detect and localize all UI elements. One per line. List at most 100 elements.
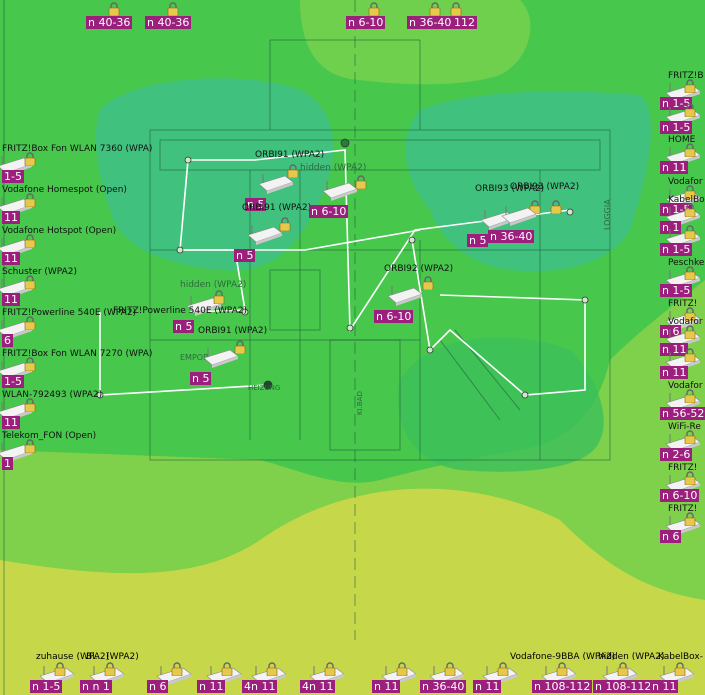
channel-badge: n n 1 (80, 680, 112, 693)
survey-point (521, 391, 529, 399)
lock-icon (684, 103, 696, 117)
lock-icon (550, 200, 562, 214)
channel-badge: 6 (2, 334, 13, 347)
network-label: Vodafor (668, 381, 703, 391)
label-heizung: HEIZUNG (248, 384, 280, 392)
network-label: Telekom_FON (Open) (2, 431, 97, 441)
channel-badge: n 1-5 (660, 243, 693, 256)
floorplan-inner-top (159, 139, 601, 171)
channel-badge: n 11 (660, 366, 689, 379)
survey-point (96, 391, 104, 399)
lock-icon (684, 307, 696, 321)
network-label: ORBI93 (WPA2) (510, 182, 580, 192)
network-label: ORBI93 (WPA2) (475, 184, 545, 194)
survey-point (263, 380, 273, 390)
survey-point (426, 346, 434, 354)
network-label: FRITZ!Box Fon WLAN 7360 (WPA) (2, 144, 153, 154)
channel-badge: n 108-112 (593, 680, 654, 693)
channel-badge: n 36-40 (420, 680, 467, 693)
channel-badge: n 1-5 (660, 284, 693, 297)
floorplan (3, 0, 611, 695)
lock-icon (234, 340, 246, 354)
channel-badge: n 11 (650, 680, 679, 693)
lock-icon (684, 471, 696, 485)
lock-icon (684, 185, 696, 199)
channel-badge: n 1-5 (660, 121, 693, 134)
router-icon (247, 225, 283, 245)
network-label: WLAN-792493 (WPA2) (2, 390, 103, 400)
channel-badge: n 5 (245, 198, 267, 211)
lock-icon (684, 266, 696, 280)
bottom-network-label: Bi... (WPA2) (86, 652, 139, 662)
router-icon (203, 348, 239, 368)
network-label: Schuster (WPA2) (2, 267, 78, 277)
network-label: KabelBo (668, 195, 705, 205)
lock-icon (368, 2, 380, 16)
lock-icon (24, 152, 36, 166)
router-icon (322, 181, 358, 201)
lock-icon (279, 217, 291, 231)
lock-icon (684, 430, 696, 444)
lock-icon (24, 439, 36, 453)
channel-badge: n 6 (147, 680, 169, 693)
network-label: FRITZ!Powerline 540E (WPA2) (2, 308, 137, 318)
survey-path-line-5 (180, 229, 421, 251)
survey-point (581, 296, 589, 304)
survey-point (408, 236, 416, 244)
lock-icon (24, 398, 36, 412)
survey-point (176, 246, 184, 254)
label-kibad: KI.BAD (356, 391, 364, 415)
bottom-network-label: KabelBox- (658, 652, 703, 662)
lock-icon (108, 2, 120, 16)
channel-badge: n 1-5 (660, 97, 693, 110)
network-label: Vodafone Hotspot (Open) (2, 226, 117, 236)
channel-badge: 4n 11 (242, 680, 278, 693)
survey-point (346, 324, 354, 332)
label-hidden-1: hidden (WPA2) (300, 163, 366, 173)
lock-icon (355, 175, 367, 189)
router-icon (186, 296, 222, 316)
lock-icon (684, 79, 696, 93)
survey-point (241, 308, 249, 316)
lock-icon (24, 234, 36, 248)
network-label: FRITZ!Powerline 540E (WPA2) (113, 306, 248, 316)
lock-icon (429, 2, 441, 16)
survey-point (340, 138, 350, 148)
channel-badge: n 40-36 (86, 16, 133, 29)
channel-badge: 11 (2, 416, 20, 429)
network-label: Vodafone Homespot (Open) (2, 185, 127, 195)
room-bad (329, 339, 401, 451)
bottom-network-label: hidden (WPA2) (598, 652, 665, 662)
lock-icon (556, 662, 568, 676)
channel-badge: 4n 11 (300, 680, 336, 693)
channel-badge: n 11 (660, 343, 689, 356)
network-label: FRITZ!B (668, 71, 704, 81)
lock-icon (24, 275, 36, 289)
channel-badge: n 2-6 (660, 448, 693, 461)
lock-icon (617, 662, 629, 676)
lock-icon (684, 203, 696, 217)
survey-points (96, 138, 589, 399)
channel-badge: n 6 (660, 325, 682, 338)
room-stair (269, 269, 321, 331)
channel-badge: n 1-5 (30, 680, 63, 693)
bottom-network-label: zuhause (WPA2) (36, 652, 110, 662)
lock-icon (444, 662, 456, 676)
network-label: FRITZ! (668, 463, 698, 473)
channel-badge: n 40-36 (145, 16, 192, 29)
signal-zone-teal-right (405, 91, 651, 272)
lock-icon (24, 193, 36, 207)
label-loggia: LOGGIA (603, 199, 612, 230)
network-label: Vodafor (668, 177, 703, 187)
network-label: ORBI91 (WPA2) (255, 150, 325, 160)
channel-badge: n 1 (660, 221, 682, 234)
router-icon (258, 174, 294, 194)
network-label: ORBI91 (WPA2) (198, 326, 268, 336)
lock-icon (684, 348, 696, 362)
channel-badge: n 6-10 (374, 310, 414, 323)
lock-icon (54, 662, 66, 676)
lock-icon (104, 662, 116, 676)
channel-badge: n 56-52 (660, 407, 705, 420)
channel-badge: n 5 (234, 249, 256, 262)
